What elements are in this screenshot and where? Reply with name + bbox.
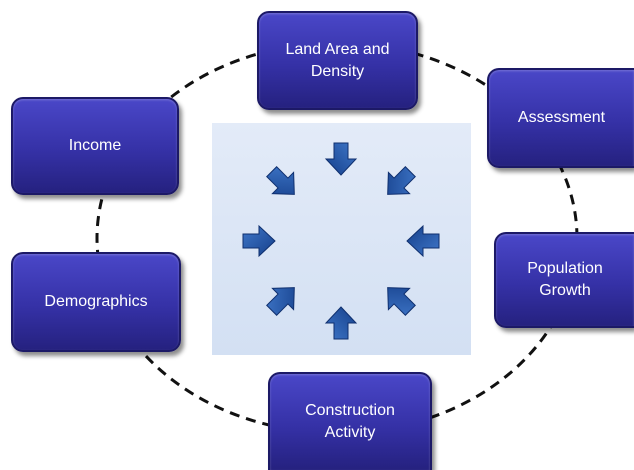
inward-arrow-icon <box>266 287 295 316</box>
node-label: Population Growth <box>527 260 603 299</box>
node-label: Income <box>68 137 122 154</box>
node-population-growth[interactable]: Population Growth <box>494 232 634 328</box>
inward-arrow-icon <box>387 287 416 316</box>
node-label: Demographics <box>44 293 148 310</box>
inward-arrow-icon <box>242 224 276 258</box>
node-label: Assessment <box>517 109 606 126</box>
node-demographics[interactable]: Demographics <box>11 252 181 352</box>
node-income[interactable]: Income <box>11 97 179 195</box>
node-label: Land Area and Density <box>285 40 390 80</box>
inward-arrow-icon <box>387 166 416 195</box>
node-land-area-and-density[interactable]: Land Area and Density <box>257 11 418 110</box>
node-label: Construction Activity <box>305 402 395 441</box>
inward-arrows-icon <box>242 142 440 340</box>
inward-arrow-icon <box>324 306 358 340</box>
inward-arrow-icon <box>406 224 440 258</box>
inward-arrow-icon <box>266 166 295 195</box>
inward-arrow-icon <box>324 142 358 176</box>
node-assessment[interactable]: Assessment <box>487 68 634 168</box>
node-construction-activity[interactable]: Construction Activity <box>268 372 432 470</box>
